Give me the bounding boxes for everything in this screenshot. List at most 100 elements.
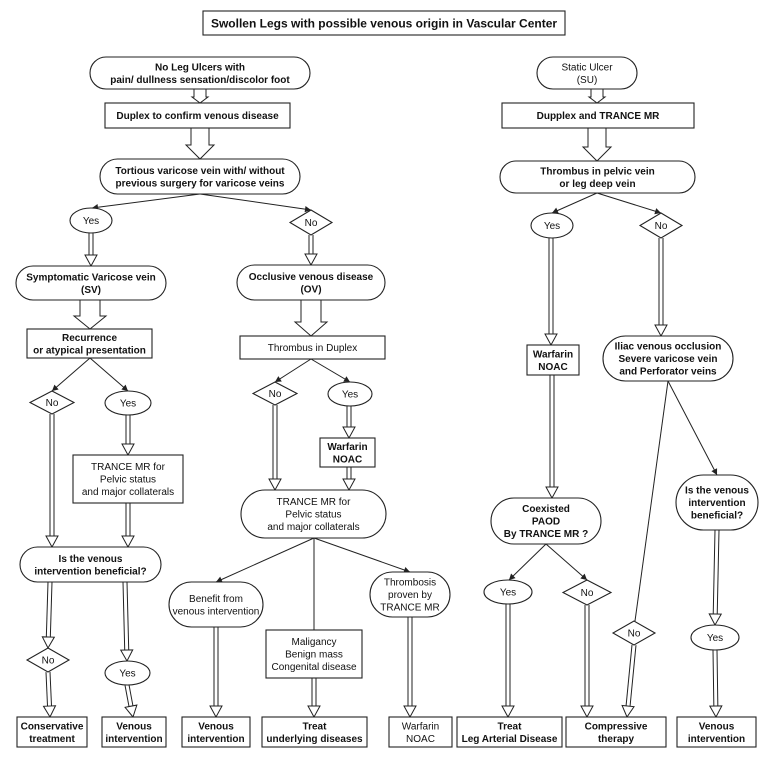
malig-label-1: Maligancy: [291, 637, 336, 648]
thromb-label-1: Thrombosis: [384, 578, 436, 589]
node-tud: Treat underlying diseases: [261, 716, 368, 748]
diagram-title: Swollen Legs with possible venous origin…: [202, 10, 566, 36]
node-yes4: Yes: [327, 381, 373, 407]
double-arrow: [708, 649, 723, 719]
thromb-label-3: TRANCE MR: [380, 603, 439, 614]
double-arrow: [544, 238, 558, 347]
connector-arrow: [51, 357, 91, 392]
ivb2-label-1: Is the venous: [685, 486, 749, 497]
warf3-label-2: NOAC: [406, 734, 435, 745]
tort-label-2: previous surgery for varicose veins: [116, 178, 285, 189]
node-thdup: Thrombus in Duplex: [239, 335, 386, 360]
node-yes7: Yes: [690, 624, 740, 651]
double-arrow: [119, 581, 134, 663]
double-arrow: [268, 405, 282, 492]
node-sv: Symptomatic Varicose vein(SV): [15, 265, 167, 301]
connector-arrow: [274, 358, 312, 383]
ivb1-label-1: Is the venous: [59, 554, 123, 565]
connector-arrow: [89, 357, 129, 392]
no4-label-1: No: [269, 389, 282, 400]
node-no3: No: [28, 390, 76, 415]
no2-label-1: No: [655, 221, 668, 232]
warf2-label-1: Warfarin: [327, 442, 367, 453]
double-arrow: [121, 415, 135, 457]
ivb1-label-2: intervention beneficial?: [34, 566, 146, 577]
node-no4: No: [251, 381, 299, 406]
node-no1: No: [288, 209, 334, 236]
connector-arrow: [545, 543, 588, 581]
trm-label-3: and major collaterals: [267, 522, 359, 533]
yes4-label-1: Yes: [342, 390, 358, 401]
double-arrow: [501, 604, 515, 719]
yes2-label-1: Yes: [544, 221, 560, 232]
node-no6: No: [25, 647, 71, 673]
node-vi3: Venous intervention: [676, 716, 757, 748]
malig-label-2: Benign mass: [285, 650, 343, 661]
node-su: Static Ulcer(SU): [536, 56, 638, 90]
no6-label-1: No: [42, 656, 55, 667]
sv-label-2: (SV): [81, 285, 101, 296]
paod-label-1: Coexisted: [522, 504, 570, 515]
tlad-label-1: Treat: [498, 721, 523, 732]
vi1-label-1: Venous: [116, 721, 152, 732]
connector-arrow: [596, 192, 662, 215]
connector-arrow: [215, 537, 315, 583]
rec-label-2: or atypical presentation: [33, 345, 146, 356]
throm1-label-2: or leg deep vein: [559, 179, 635, 190]
nlu-label-2: pain/ dullness sensation/discolor foot: [110, 75, 290, 86]
iliac-label-3: and Perforator veins: [619, 367, 717, 378]
vi3-label-2: intervention: [688, 734, 745, 745]
connector-arrow: [310, 358, 351, 383]
thdup-label-1: Thrombus in Duplex: [268, 343, 357, 354]
double-arrow: [342, 406, 356, 440]
vi3-label-1: Venous: [699, 721, 735, 732]
yes3-label-1: Yes: [120, 399, 136, 410]
connector-arrow: [199, 193, 312, 213]
double-arrow: [209, 627, 223, 719]
node-tort: Tortious varicose vein with/ withoutprev…: [99, 158, 301, 195]
tud-label-1: Treat: [303, 721, 328, 732]
warf1-label-2: NOAC: [538, 362, 567, 373]
node-no2: No: [638, 212, 684, 239]
connector-arrow: [91, 193, 201, 211]
yes7-label-1: Yes: [707, 633, 723, 644]
paod-label-3: By TRANCE MR ?: [504, 529, 588, 540]
double-arrow: [403, 617, 417, 719]
ivb2-label-2: intervention: [688, 498, 745, 509]
block-arrow: [72, 299, 108, 330]
vi2-label-2: intervention: [187, 734, 244, 745]
double-arrow: [621, 644, 637, 719]
double-arrow: [545, 375, 559, 500]
no5-label-1: No: [581, 588, 594, 599]
tud-label-2: underlying diseases: [266, 734, 363, 745]
node-yes3: Yes: [104, 390, 152, 416]
double-arrow: [654, 238, 668, 338]
cons-label-1: Conservative: [21, 721, 84, 732]
no1-label-1: No: [305, 218, 318, 229]
benefit-label-1: Benefit from: [189, 594, 243, 605]
cons-label-2: treatment: [29, 734, 75, 745]
double-arrow: [124, 684, 138, 719]
malig-label-3: Congenital disease: [271, 662, 356, 673]
iliac-label-1: Iliac venous occlusion: [615, 342, 722, 353]
trm-label-1: TRANCE MR for: [277, 497, 352, 508]
warf3-label-1: Warfarin: [402, 721, 439, 732]
dup1-label-1: Duplex to confirm venous disease: [116, 111, 279, 122]
trl-label-2: Pelvic status: [100, 475, 156, 486]
throm1-label-1: Thrombus in pelvic vein: [540, 166, 654, 177]
ivb2-label-3: beneficial?: [691, 511, 743, 522]
